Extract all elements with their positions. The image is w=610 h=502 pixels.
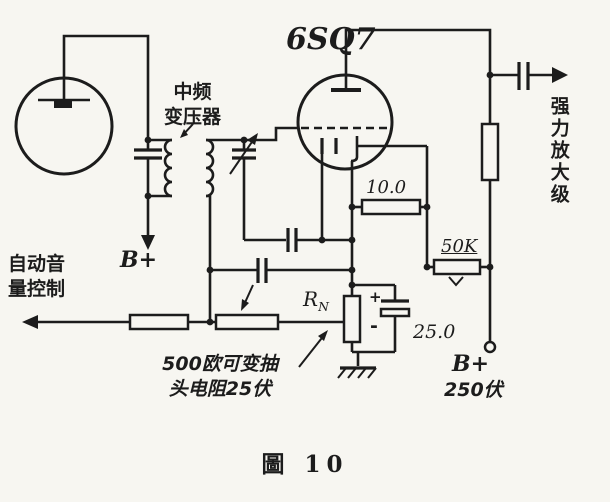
bplus-left-label: B+	[120, 247, 158, 273]
resistor-50k	[432, 258, 482, 287]
electrolytic-capacitor-25uf	[379, 299, 411, 318]
resistor-10-label: 10.0	[366, 177, 407, 198]
note-pointer-arrow	[298, 330, 328, 368]
avc-left-arrow	[22, 315, 38, 329]
rn-label-main: R	[303, 287, 319, 311]
resistor-10k	[360, 198, 422, 216]
avc-series-resistor	[128, 313, 190, 331]
output-right-arrow	[552, 67, 568, 83]
tube-6sq7	[296, 73, 394, 171]
tuning-capacitor	[134, 148, 162, 160]
electrolytic-minus-sign: -	[370, 315, 378, 337]
plate-load-resistor	[480, 122, 500, 182]
pot-tap-arrow	[241, 284, 254, 311]
if-transformer-label-line2: 变压器	[163, 105, 221, 128]
pot-note-line2: 头电阻25伏	[168, 377, 272, 400]
if-transformer-label-line1: 中频	[173, 81, 212, 103]
avc-label: 自动音 量控制	[8, 252, 65, 301]
output-coupling-capacitor	[517, 62, 530, 90]
bplus-right-label: B+	[452, 351, 490, 377]
bplus-right-voltage-label: 250伏	[444, 379, 503, 401]
bplus-down-arrow	[141, 235, 155, 250]
avc-label-line2: 量控制	[8, 277, 66, 300]
coupling-capacitor-b	[256, 258, 268, 283]
coupling-capacitor-a	[286, 228, 298, 252]
electrolytic-plus-sign: +	[369, 288, 382, 306]
capacitor-25-label: 25.0	[413, 321, 456, 343]
output-stage-label: 强力放大级	[547, 96, 570, 206]
avc-label-line1: 自动音	[8, 253, 66, 275]
ground-symbol	[337, 366, 377, 379]
wires	[34, 28, 552, 366]
pot-note-line1: 500欧可变抽	[162, 353, 278, 375]
if-transformer-coils	[163, 138, 215, 198]
figure-caption: 圖 10	[261, 451, 349, 478]
resistor-50k-label: 50K	[441, 236, 478, 257]
bplus-terminal	[483, 340, 497, 354]
junction-dots	[144, 71, 494, 326]
resistor-rn	[342, 294, 362, 344]
variable-trimmer-capacitor	[229, 133, 258, 175]
if-label-pointer-arrow	[180, 123, 194, 138]
pot-note-label: 500欧可变抽 头电阻25伏	[140, 352, 300, 401]
rn-label-sub: N	[318, 299, 329, 314]
rn-label: RN	[303, 286, 329, 315]
tube-type-label: 6SQ7	[286, 22, 376, 57]
if-transformer-label: 中频 变压器	[150, 80, 235, 129]
potentiometer-500-ohm	[214, 313, 280, 331]
